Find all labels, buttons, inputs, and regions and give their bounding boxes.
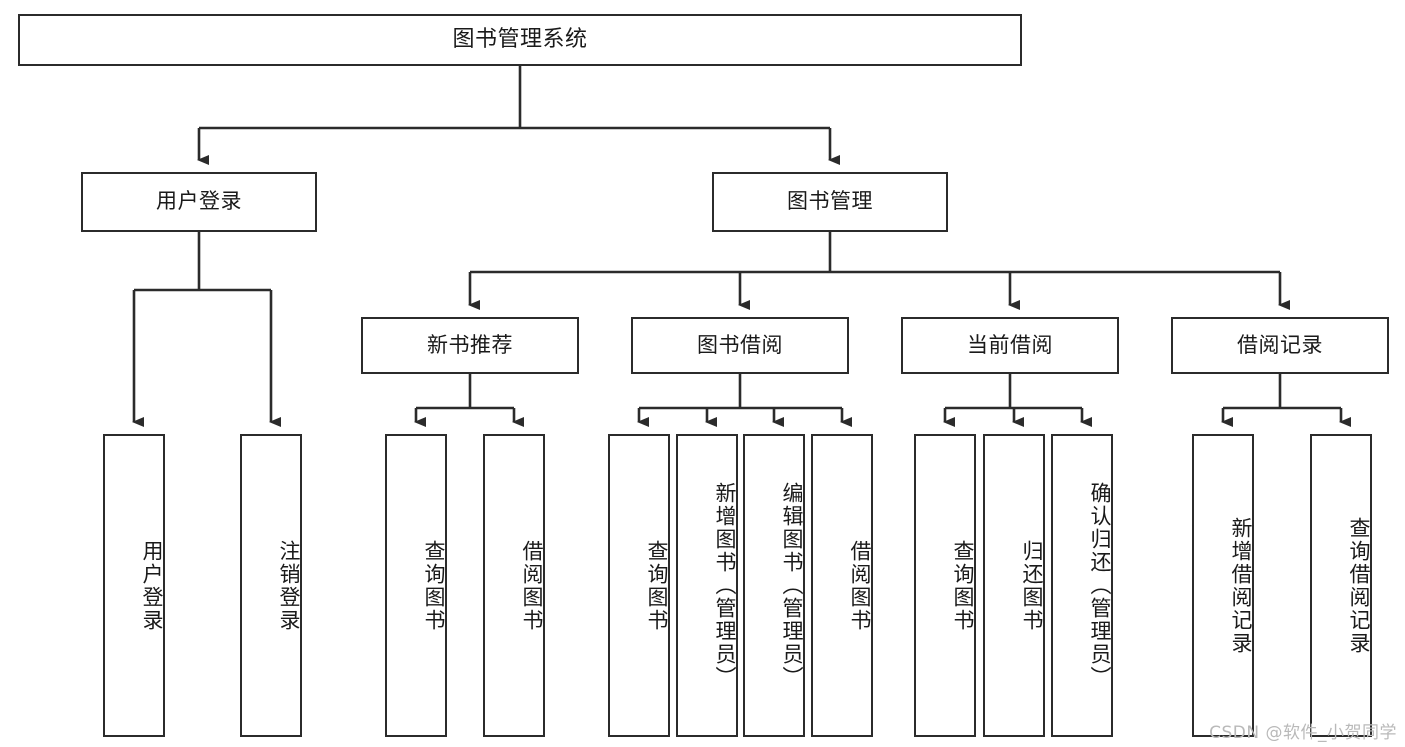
- node-leaf-query-book-borrow[interactable]: 查询图书: [608, 434, 670, 737]
- node-level2-book-management[interactable]: 图书管理: [712, 172, 948, 232]
- node-level3-new-book-recommend[interactable]: 新书推荐: [361, 317, 579, 374]
- leaf-label: 查询借阅记录: [1347, 516, 1371, 655]
- leaf-label: 查询图书: [645, 539, 669, 632]
- node-leaf-edit-book-admin[interactable]: 编辑图书（管理员）: [743, 434, 805, 737]
- node-leaf-user-login[interactable]: 用户登录: [103, 434, 165, 737]
- node-leaf-add-borrow-record[interactable]: 新增借阅记录: [1192, 434, 1254, 737]
- node-root[interactable]: 图书管理系统: [18, 14, 1022, 66]
- node-level2-user-login[interactable]: 用户登录: [81, 172, 317, 232]
- leaf-label: 查询图书: [951, 539, 975, 632]
- leaf-label: 归还图书: [1020, 539, 1044, 632]
- node-leaf-return-book[interactable]: 归还图书: [983, 434, 1045, 737]
- leaf-label: 借阅图书: [520, 539, 544, 632]
- node-leaf-borrow-book-recommend[interactable]: 借阅图书: [483, 434, 545, 737]
- leaf-label: 用户登录: [140, 539, 164, 632]
- leaf-label: 新增借阅记录: [1229, 516, 1253, 655]
- leaf-label: 新增图书（管理员）: [713, 482, 737, 689]
- leaf-label: 查询图书: [422, 539, 446, 632]
- node-leaf-confirm-return-admin[interactable]: 确认归还（管理员）: [1051, 434, 1113, 737]
- leaf-label: 注销登录: [277, 539, 301, 632]
- node-leaf-query-book-current[interactable]: 查询图书: [914, 434, 976, 737]
- watermark-credit: CSDN @软件_小贺同学: [1209, 723, 1397, 743]
- node-level3-borrow-record[interactable]: 借阅记录: [1171, 317, 1389, 374]
- node-leaf-add-book-admin[interactable]: 新增图书（管理员）: [676, 434, 738, 737]
- node-level3-book-borrow[interactable]: 图书借阅: [631, 317, 849, 374]
- leaf-label: 借阅图书: [848, 539, 872, 632]
- node-leaf-borrow-book[interactable]: 借阅图书: [811, 434, 873, 737]
- node-leaf-query-borrow-record[interactable]: 查询借阅记录: [1310, 434, 1372, 737]
- leaf-label: 编辑图书（管理员）: [780, 482, 804, 689]
- node-leaf-logout[interactable]: 注销登录: [240, 434, 302, 737]
- leaf-label: 确认归还（管理员）: [1088, 482, 1112, 689]
- node-leaf-query-book-recommend[interactable]: 查询图书: [385, 434, 447, 737]
- node-level3-current-borrow[interactable]: 当前借阅: [901, 317, 1119, 374]
